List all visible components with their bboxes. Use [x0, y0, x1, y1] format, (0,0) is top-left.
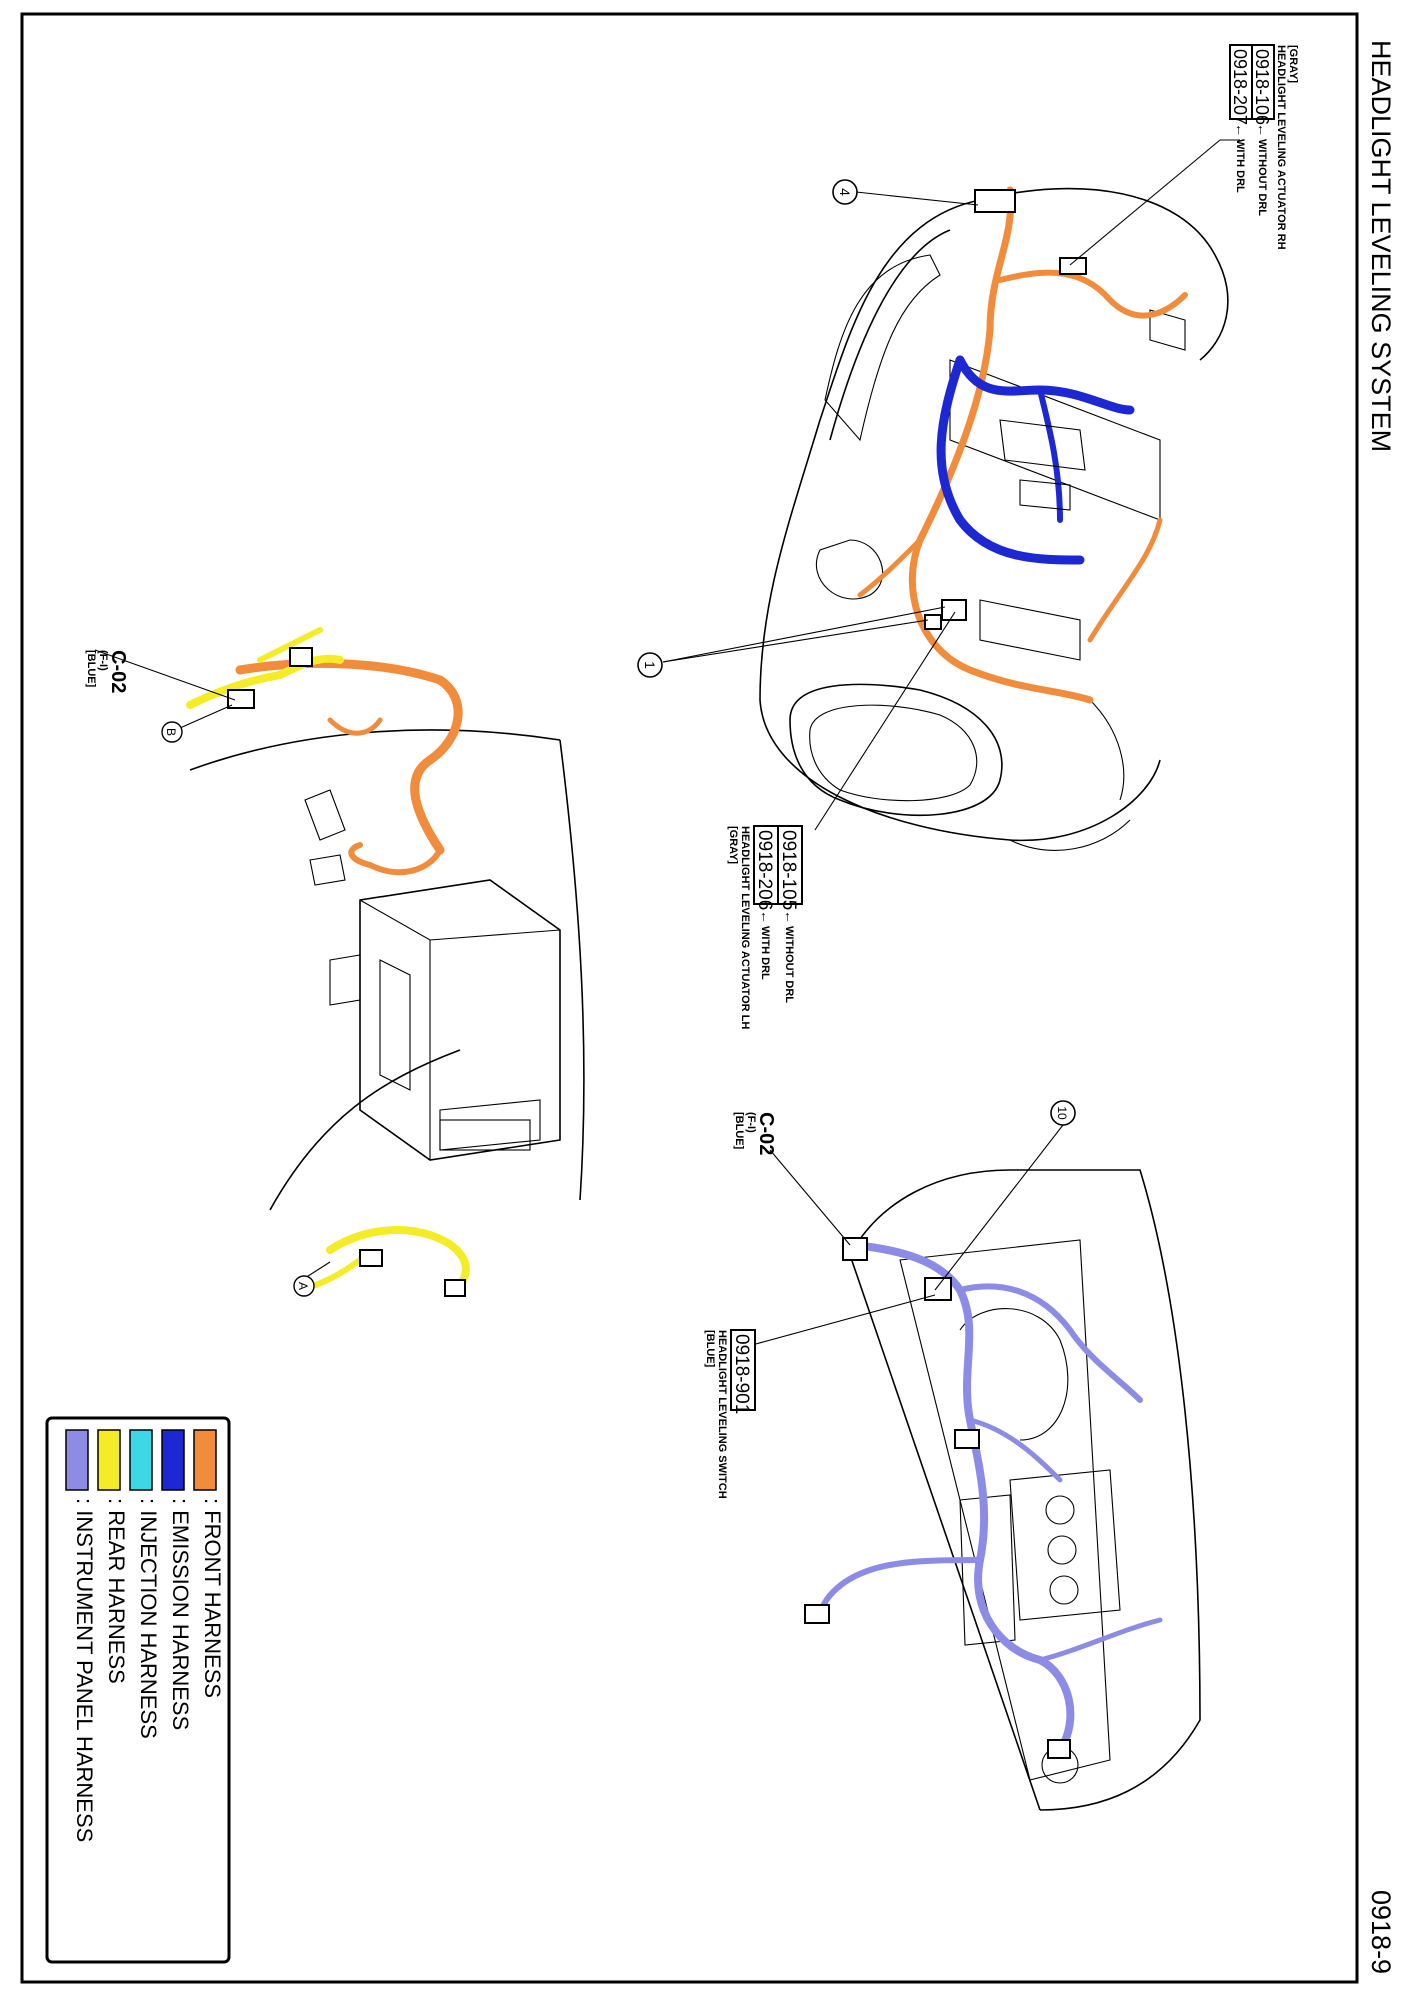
svg-text:WITHOUT DRL: WITHOUT DRL: [1256, 139, 1268, 216]
svg-text:B: B: [164, 728, 178, 736]
svg-text:0918-901: 0918-901: [731, 1334, 752, 1414]
connector-c02-left-label: C-02 (F-I) [BLUE]: [85, 650, 129, 693]
callout-4: 4: [832, 179, 858, 205]
page-title: HEADLIGHT LEVELING SYSTEM: [1366, 40, 1396, 452]
leader-lines: [94, 139, 1240, 1346]
svg-text:0918-207: 0918-207: [1230, 49, 1250, 125]
actuator-lh-label: 0918-105 ← WITHOUT DRL 0918-206 ← WITH D…: [727, 825, 803, 1029]
switch-label: 0918-901 HEADLIGHT LEVELING SWITCH [BLUE…: [704, 1329, 756, 1499]
svg-text:←: ←: [782, 910, 798, 924]
legend-label-front: : FRONT HARNESS: [200, 1498, 225, 1698]
callout-b: B: [161, 721, 183, 743]
legend-swatch-injection: [129, 1429, 153, 1491]
legend-swatch-instrument: [65, 1429, 89, 1491]
svg-text:C-02: C-02: [755, 1112, 777, 1155]
svg-text:HEADLIGHT LEVELING ACTUATOR LH: HEADLIGHT LEVELING ACTUATOR LH: [739, 826, 751, 1029]
svg-text:[GRAY]: [GRAY]: [1287, 45, 1299, 83]
svg-text:(F-I): (F-I): [97, 650, 109, 671]
svg-text:A: A: [296, 1282, 310, 1290]
svg-text:0918-206: 0918-206: [754, 830, 775, 910]
svg-text:←: ←: [1255, 123, 1271, 137]
svg-text:0918-106: 0918-106: [1252, 49, 1272, 125]
callout-10: 10: [1050, 1100, 1076, 1126]
legend-label-instrument: : INSTRUMENT PANEL HARNESS: [72, 1498, 97, 1842]
svg-text:0918-105: 0918-105: [778, 830, 799, 910]
svg-text:[BLUE]: [BLUE]: [704, 1330, 716, 1368]
svg-text:←: ←: [1233, 123, 1249, 137]
svg-text:WITHOUT DRL: WITHOUT DRL: [783, 926, 795, 1003]
svg-text:[BLUE]: [BLUE]: [733, 1112, 745, 1150]
svg-text:10: 10: [1055, 1106, 1069, 1120]
page-frame: [20, 12, 1359, 1984]
svg-text:[BLUE]: [BLUE]: [85, 650, 97, 688]
legend-item-injection: : INJECTION HARNESS: [129, 1429, 161, 1739]
instrument-panel-illustration: [804, 1169, 1201, 1811]
harness-legend: : FRONT HARNESS : EMISSION HARNESS : INJ…: [45, 1416, 231, 1964]
legend-label-rear: : REAR HARNESS: [104, 1498, 129, 1684]
svg-text:WITH DRL: WITH DRL: [759, 926, 771, 980]
callout-1: 1: [637, 652, 663, 678]
svg-text:HEADLIGHT LEVELING ACTUATOR RH: HEADLIGHT LEVELING ACTUATOR RH: [1275, 45, 1287, 250]
legend-item-instrument: : INSTRUMENT PANEL HARNESS: [65, 1429, 97, 1842]
footwell-illustration: [186, 627, 585, 1297]
svg-text:1: 1: [642, 661, 658, 669]
legend-label-injection: : INJECTION HARNESS: [136, 1498, 161, 1739]
legend-swatch-rear: [97, 1429, 121, 1491]
svg-text:←: ←: [758, 910, 774, 924]
legend-swatch-front: [193, 1429, 217, 1491]
svg-text:C-02: C-02: [107, 650, 129, 693]
callout-a: A: [293, 1275, 315, 1297]
legend-swatch-emission: [161, 1429, 185, 1491]
legend-item-front: : FRONT HARNESS: [193, 1429, 225, 1698]
svg-text:(F-I): (F-I): [745, 1112, 757, 1133]
actuator-rh-label: [GRAY] HEADLIGHT LEVELING ACTUATOR RH 09…: [1229, 44, 1299, 250]
svg-text:[GRAY]: [GRAY]: [727, 826, 739, 864]
connector-c02-right-label: C-02 (F-I) [BLUE]: [733, 1112, 777, 1155]
legend-item-rear: : REAR HARNESS: [97, 1429, 129, 1684]
legend-item-emission: : EMISSION HARNESS: [161, 1429, 193, 1730]
page-number: 0918-9: [1366, 1890, 1396, 1974]
svg-text:WITH DRL: WITH DRL: [1234, 139, 1246, 193]
svg-text:4: 4: [837, 188, 853, 196]
svg-text:HEADLIGHT LEVELING SWITCH: HEADLIGHT LEVELING SWITCH: [716, 1330, 728, 1499]
legend-label-emission: : EMISSION HARNESS: [168, 1498, 193, 1730]
engine-bay-illustration: [759, 186, 1229, 851]
